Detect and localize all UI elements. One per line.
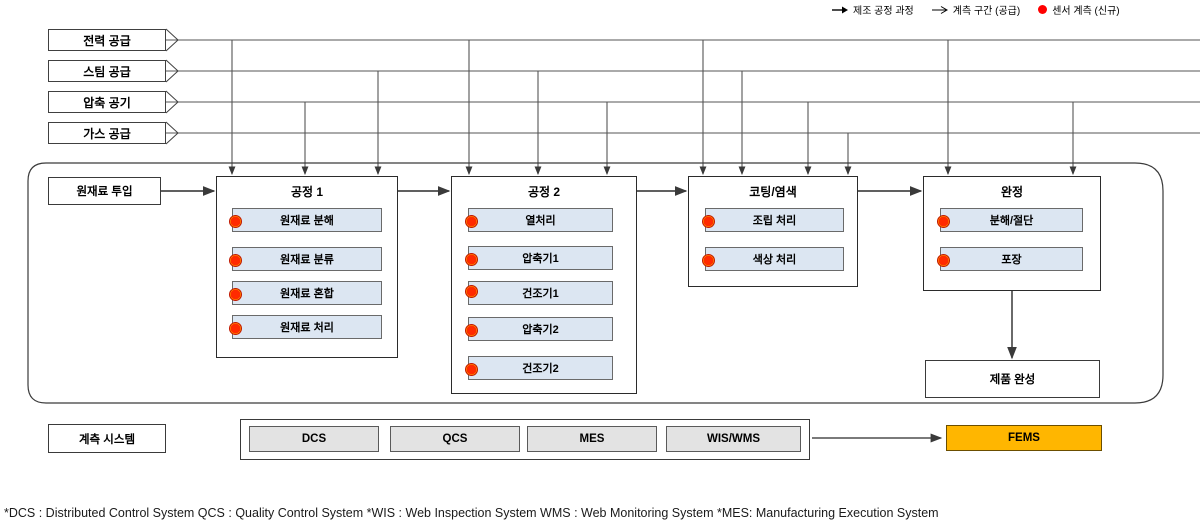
sensor-dot-dryer-2	[465, 363, 478, 376]
process-title-4: 완정	[1000, 185, 1024, 199]
legend-label-process: 제조 공정 과정	[853, 6, 914, 17]
fems-box[interactable]: FEMS	[946, 425, 1102, 451]
step-box-raw-decompose[interactable]: 원재료 분해	[232, 208, 382, 232]
legend-item-process: 제조 공정 과정	[832, 2, 914, 17]
measurement-system-mes[interactable]: MES	[527, 426, 657, 452]
sensor-dot-compressor-1	[465, 253, 478, 266]
legend-item-sensor: 센서 계측 (신규)	[1038, 2, 1120, 17]
sensor-dot-heat-treatment	[465, 215, 478, 228]
sensor-dot-raw-decompose	[229, 215, 242, 228]
sensor-dot-cutting	[937, 215, 950, 228]
step-label-heat-treatment: 열처리	[525, 215, 556, 227]
legend: 제조 공정 과정 계측 구간 (공급) 센서 계측 (신규)	[832, 2, 1120, 17]
measurement-system-qcs-label: QCS	[442, 433, 468, 445]
step-box-dryer-2[interactable]: 건조기2	[468, 356, 613, 380]
supply-label-power[interactable]: 전력 공급	[48, 29, 166, 51]
measurement-system-mes-label: MES	[579, 433, 605, 445]
step-box-compressor-2[interactable]: 압축기2	[468, 317, 613, 341]
step-label-compressor-1: 압축기1	[522, 253, 559, 265]
product-complete-label: 제품 완성	[989, 374, 1036, 386]
step-label-raw-mix: 원재료 혼합	[280, 288, 334, 300]
supply-label-steam-text: 스팀 공급	[83, 64, 131, 79]
step-box-cutting[interactable]: 분해/절단	[940, 208, 1083, 232]
sensor-dot-raw-process	[229, 322, 242, 335]
process-title-2: 공정 2	[527, 185, 561, 199]
step-label-raw-sort: 원재료 분류	[280, 254, 334, 266]
step-label-packaging: 포장	[1001, 254, 1022, 266]
supply-label-air-text: 압축 공기	[83, 95, 131, 110]
step-box-packaging[interactable]: 포장	[940, 247, 1083, 271]
step-label-dryer-1: 건조기1	[522, 288, 559, 300]
step-box-raw-sort[interactable]: 원재료 분류	[232, 247, 382, 271]
red-dot-icon	[1038, 5, 1048, 14]
step-box-heat-treatment[interactable]: 열처리	[468, 208, 613, 232]
step-box-dryer-1[interactable]: 건조기1	[468, 281, 613, 305]
step-box-raw-mix[interactable]: 원재료 혼합	[232, 281, 382, 305]
measurement-system-dcs-label: DCS	[301, 433, 327, 445]
measurement-system-label: 계측 시스템	[48, 424, 166, 453]
footnote: *DCS : Distributed Control System QCS : …	[4, 506, 939, 520]
measurement-system-dcs[interactable]: DCS	[249, 426, 379, 452]
sensor-dot-color	[702, 254, 715, 267]
process-title-3: 코팅/염색	[749, 185, 797, 199]
measurement-system-wiswms[interactable]: WIS/WMS	[666, 426, 801, 452]
fems-label: FEMS	[1008, 432, 1040, 444]
measurement-system-qcs[interactable]: QCS	[390, 426, 520, 452]
step-box-color[interactable]: 색상 처리	[705, 247, 844, 271]
process-title-1: 공정 1	[290, 185, 324, 199]
supply-label-gas-text: 가스 공급	[83, 126, 131, 141]
step-label-color: 색상 처리	[752, 254, 797, 266]
step-label-raw-process: 원재료 처리	[280, 322, 334, 334]
raw-material-input-label: 원재료 투입	[76, 186, 133, 198]
sensor-dot-raw-mix	[229, 288, 242, 301]
supply-label-power-text: 전력 공급	[83, 33, 131, 48]
sensor-dot-packaging	[937, 254, 950, 267]
sensor-dot-compressor-2	[465, 324, 478, 337]
line-arrow-icon	[931, 5, 948, 14]
step-label-raw-decompose: 원재료 분해	[280, 215, 334, 227]
supply-label-air[interactable]: 압축 공기	[48, 91, 166, 113]
step-box-compressor-1[interactable]: 압축기1	[468, 246, 613, 270]
process-box-4[interactable]: 완정	[923, 176, 1101, 291]
product-complete-box[interactable]: 제품 완성	[925, 360, 1100, 398]
step-label-cutting: 분해/절단	[989, 215, 1034, 227]
sensor-dot-raw-sort	[229, 254, 242, 267]
step-box-assembly[interactable]: 조립 처리	[705, 208, 844, 232]
sensor-dot-dryer-1	[465, 285, 478, 298]
step-label-assembly: 조립 처리	[752, 215, 797, 227]
legend-label-supply: 계측 구간 (공급)	[952, 6, 1021, 17]
measurement-system-wiswms-label: WIS/WMS	[706, 433, 761, 445]
step-label-dryer-2: 건조기2	[522, 363, 559, 375]
solid-arrow-icon	[832, 6, 848, 13]
step-box-raw-process[interactable]: 원재료 처리	[232, 315, 382, 339]
step-label-compressor-2: 압축기2	[522, 324, 559, 336]
legend-label-sensor: 센서 계측 (신규)	[1052, 6, 1120, 17]
measurement-system-label-text: 계측 시스템	[78, 433, 136, 446]
raw-material-input-box[interactable]: 원재료 투입	[48, 177, 161, 205]
legend-item-supply: 계측 구간 (공급)	[931, 2, 1021, 17]
supply-label-steam[interactable]: 스팀 공급	[48, 60, 166, 82]
sensor-dot-assembly	[702, 215, 715, 228]
supply-label-gas[interactable]: 가스 공급	[48, 122, 166, 144]
